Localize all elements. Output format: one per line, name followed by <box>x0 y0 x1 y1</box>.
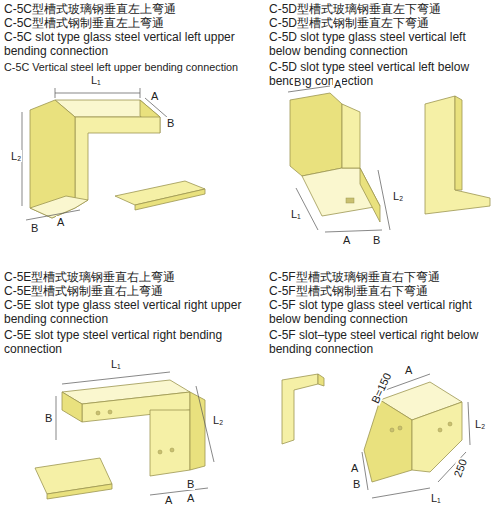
dimension-label: L₁ <box>110 358 122 370</box>
bend-c5c <box>22 88 205 220</box>
dimension-label: A <box>186 492 195 504</box>
dimension-label: L₁ <box>430 492 442 504</box>
title-line: C-5D型槽式玻璃钢垂直左下弯通 <box>269 2 497 16</box>
title-line: C-5C型槽式钢制垂直左上弯通 <box>4 16 266 30</box>
dimension-label: 250 <box>451 456 469 479</box>
title-line: C-5E型槽式钢制垂直右上弯通 <box>4 284 254 298</box>
dimension-label: B <box>352 478 361 490</box>
title-line: C-5E slot type glass steel vertical righ… <box>4 298 254 326</box>
dimension-label: A <box>164 494 173 505</box>
dimension-label: B <box>30 222 39 234</box>
dimension-label: A <box>342 234 351 246</box>
dimension-label: L₂ <box>392 190 404 202</box>
dimension-label: L₂ <box>474 418 486 430</box>
title-line: C-5F slot–type steel vertical right belo… <box>269 328 497 356</box>
dimension-label: B <box>186 478 195 490</box>
title-line: C-5F slot type glass steel vertical righ… <box>269 298 497 326</box>
dimension-label: A <box>404 364 413 376</box>
dimension-label: L₂ <box>10 150 22 162</box>
dimension-label: B <box>293 76 302 88</box>
dimension-label: A <box>333 78 342 90</box>
title-line: C-5D型槽式钢制垂直左下弯通 <box>269 16 497 30</box>
title-line: C-5E slot type steel vertical right bend… <box>4 328 254 356</box>
title-line: C-5C slot type glass steel vertical left… <box>4 30 266 58</box>
dimension-label: L₁ <box>90 74 102 86</box>
title-line: C-5D slot type glass steel vertical left… <box>269 30 497 58</box>
dimension-label: A <box>150 90 159 102</box>
dimension-label: A <box>350 462 359 474</box>
bend-c5e <box>35 372 214 499</box>
dimension-label: A <box>56 216 65 228</box>
dimension-label: B <box>372 234 381 246</box>
title-line: C-5C Vertical steel left upper bending c… <box>4 60 270 74</box>
title-line: C-5F型槽式玻璃钢垂直右下弯通 <box>269 270 497 284</box>
title-line: C-5C型槽式玻璃钢垂直左上弯通 <box>4 2 266 16</box>
title-line: C-5E型槽式玻璃钢垂直右上弯通 <box>4 270 254 284</box>
dimension-label: L₁ <box>290 208 302 220</box>
title-line: C-5D slot type steel vertical left below… <box>269 60 497 88</box>
dimension-label: B <box>44 412 53 424</box>
dimension-label: B <box>166 117 175 129</box>
title-line: C-5F型槽式钢制垂直右下弯通 <box>269 284 497 298</box>
bend-c5d <box>288 86 490 232</box>
dimension-label: L₂ <box>212 414 224 426</box>
